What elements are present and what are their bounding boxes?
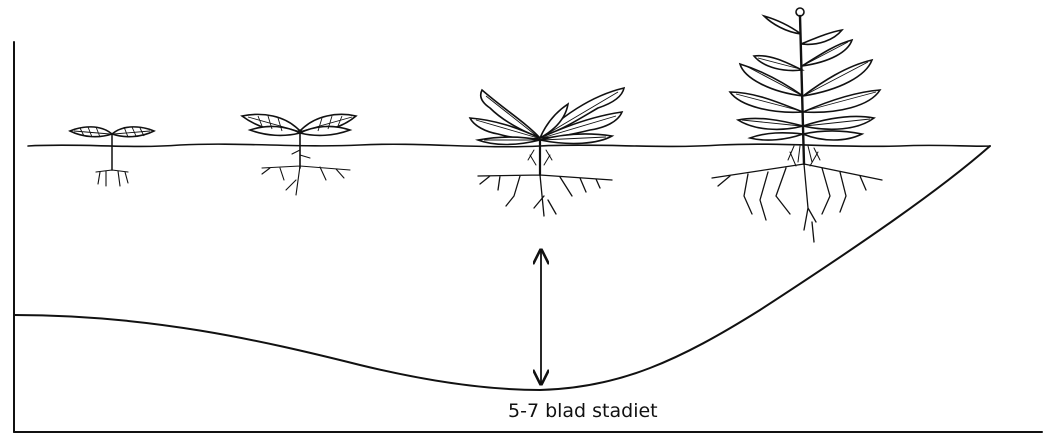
- plant-young: [242, 114, 356, 195]
- plant-bolting: [712, 8, 882, 242]
- stage-label: 5-7 blad stadiet: [508, 400, 658, 422]
- susceptibility-curve: [14, 146, 990, 390]
- plant-rosette: [470, 88, 624, 216]
- plant-seedling: [70, 127, 154, 186]
